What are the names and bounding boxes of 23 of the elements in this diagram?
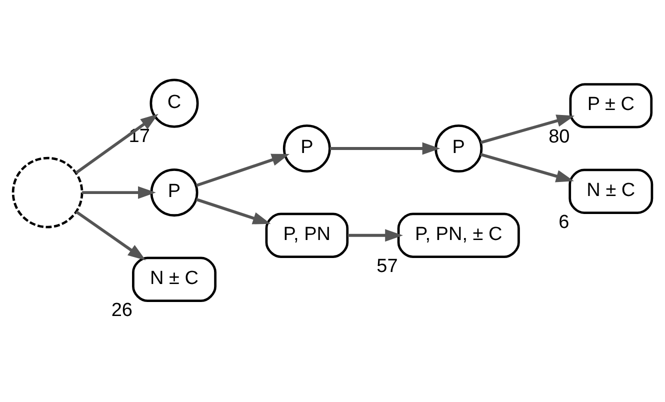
arrow [348, 229, 403, 242]
node-label: 26 [111, 300, 132, 322]
arrow [480, 153, 574, 182]
node-box: N ± C [568, 168, 654, 214]
arrow [196, 198, 271, 224]
arrow [330, 142, 440, 155]
arrow [480, 114, 575, 144]
node-label: 57 [376, 256, 398, 278]
node-box: P ± C [569, 83, 653, 128]
arrow [75, 114, 158, 174]
node-circle [12, 156, 84, 228]
node-circle: C [150, 78, 199, 128]
node-circle: P [434, 124, 483, 173]
node-circle: P [150, 168, 198, 217]
arrow [196, 154, 290, 187]
node-box: P, PN [265, 212, 349, 258]
node-circle: P [282, 124, 331, 173]
node-box: P, PN, ± C [397, 212, 520, 258]
arrow [75, 210, 146, 260]
node-box: N ± C [132, 256, 216, 302]
node-label: 6 [558, 212, 570, 234]
node-label: 80 [548, 126, 570, 148]
arrow [82, 186, 156, 199]
